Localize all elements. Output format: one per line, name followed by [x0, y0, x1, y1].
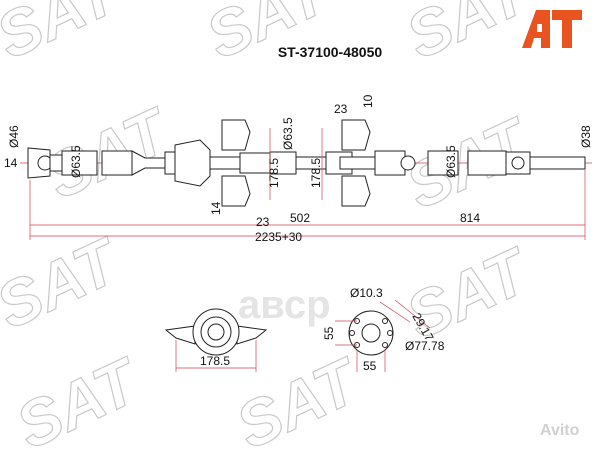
- dimension-labels: Ø46 14 Ø63.5 Ø63.5 178.5 178.5 14 23 23 …: [4, 94, 593, 244]
- part-number-title: ST-37100-48050: [278, 44, 383, 60]
- svg-text:55: 55: [322, 326, 336, 340]
- svg-text:SAT: SAT: [0, 0, 132, 73]
- svg-text:502: 502: [290, 211, 310, 225]
- center-bearing-side-view: 178.5: [164, 308, 268, 372]
- svg-text:178.5: 178.5: [309, 158, 323, 188]
- svg-text:14: 14: [209, 201, 223, 215]
- svg-text:178.5: 178.5: [267, 158, 281, 188]
- svg-text:SAT: SAT: [395, 233, 542, 352]
- avito-watermark: Avito: [540, 422, 580, 439]
- avito-watermark-text: авср: [238, 283, 331, 327]
- svg-text:Ø38: Ø38: [579, 125, 593, 148]
- svg-text:178.5: 178.5: [200, 354, 230, 368]
- svg-text:Ø10.3: Ø10.3: [350, 286, 383, 300]
- svg-text:Ø46: Ø46: [7, 125, 21, 148]
- svg-text:SAT: SAT: [225, 343, 372, 450]
- svg-text:SAT: SAT: [195, 0, 342, 73]
- svg-text:Ø63.5: Ø63.5: [69, 145, 83, 178]
- driveshaft: [20, 119, 592, 207]
- svg-text:55: 55: [363, 359, 377, 373]
- svg-text:2235+30: 2235+30: [255, 230, 302, 244]
- svg-text:814: 814: [460, 211, 480, 225]
- svg-text:SAT: SAT: [395, 0, 542, 73]
- svg-text:Ø63.5: Ø63.5: [444, 145, 458, 178]
- svg-text:Ø77.78: Ø77.78: [405, 339, 445, 353]
- svg-text:SAT: SAT: [5, 343, 152, 450]
- svg-text:23: 23: [334, 102, 348, 116]
- svg-text:23: 23: [256, 215, 270, 229]
- at-logo: [522, 10, 582, 48]
- svg-text:SAT: SAT: [0, 223, 132, 342]
- svg-text:Ø63.5: Ø63.5: [281, 117, 295, 150]
- dimension-lines: [29, 128, 586, 240]
- svg-text:14: 14: [4, 156, 18, 170]
- svg-text:10: 10: [361, 94, 375, 108]
